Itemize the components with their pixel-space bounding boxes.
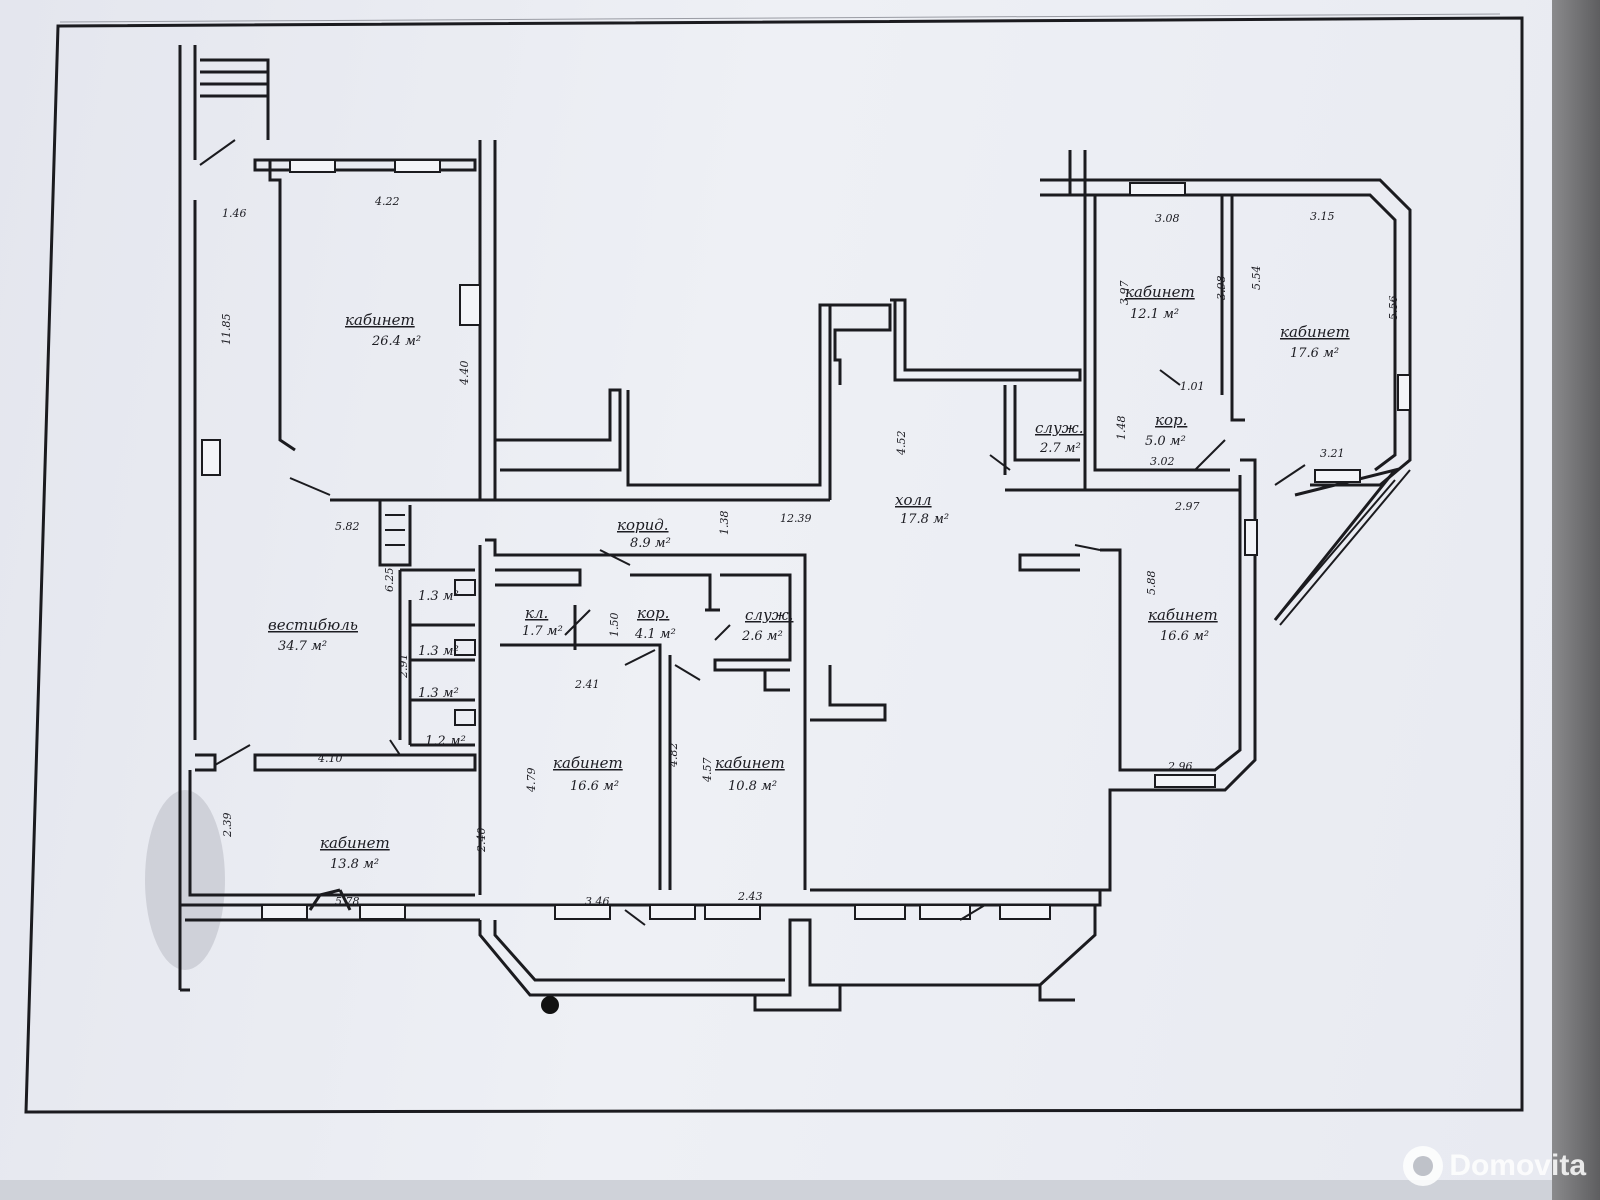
- room-name-office-center-2: кабинет: [715, 754, 785, 772]
- room-area-office-center-1: 16.6 м²: [570, 779, 619, 794]
- door-swings: [199, 139, 1306, 926]
- logo-mark-icon: [1403, 1146, 1444, 1186]
- room-labels: кабинет 26.4 м² кабинет 12.1 м² кабинет …: [268, 283, 1350, 872]
- dim-4-57: 4.57: [701, 758, 714, 784]
- windows: [201, 159, 1411, 920]
- dim-1-38: 1.38: [718, 511, 731, 536]
- dim-5-82: 5.82: [335, 520, 360, 533]
- dim-2-91: 2.91: [397, 654, 410, 680]
- room-area-service-upper: 2.7 м²: [1039, 441, 1081, 456]
- room-area-office-top-right-1: 12.1 м²: [1130, 307, 1179, 322]
- room-name-vestibule: вестибюль: [268, 616, 358, 634]
- dim-2-43: 2.43: [737, 890, 763, 903]
- room-name-office-bottom-left: кабинет: [320, 834, 390, 852]
- room-area-wc-1: 1.3 м²: [418, 589, 459, 604]
- room-name-hall: холл: [895, 491, 932, 509]
- dim-4-40: 4.40: [458, 361, 471, 387]
- room-area-office-top-left: 26.4 м²: [371, 334, 421, 349]
- room-name-corridor: корид.: [617, 516, 669, 534]
- dim-3-02: 3.02: [1150, 455, 1175, 468]
- room-name-storage: кл.: [525, 604, 548, 622]
- room-name-office-top-right-2: кабинет: [1280, 323, 1350, 341]
- dim-4-82: 4.82: [667, 743, 680, 769]
- room-area-corridor-small: 4.1 м²: [634, 627, 676, 642]
- dim-3-46: 3.46: [585, 895, 610, 908]
- dim-4-22: 4.22: [374, 195, 400, 208]
- room-area-storage: 1.7 м²: [522, 624, 563, 639]
- dim-2-96: 2.96: [1167, 760, 1193, 773]
- dim-3-21: 3.21: [1320, 447, 1345, 460]
- room-area-office-right: 16.6 м²: [1160, 629, 1209, 644]
- scanned-sheet: [0, 0, 1552, 1180]
- dim-2-39: 2.39: [221, 813, 234, 839]
- dim-3-15: 3.15: [1310, 210, 1335, 223]
- dimension-labels: 1.46 4.22 11.85 4.40 5.82 3.08 3.15 3.97…: [220, 195, 1400, 908]
- dim-2-41: 2.41: [574, 678, 600, 691]
- page-rule: [59, 13, 1501, 23]
- dim-5-78: 5.78: [335, 895, 360, 908]
- dim-2-97: 2.97: [1174, 500, 1200, 513]
- dim-12-39: 12.39: [780, 512, 812, 525]
- dim-1-46: 1.46: [222, 207, 247, 220]
- dim-5-54: 5.54: [1250, 266, 1263, 291]
- room-name-office-center-1: кабинет: [553, 754, 623, 772]
- dim-1-50: 1.50: [608, 613, 621, 638]
- dim-5-56: 5.56: [1387, 296, 1400, 321]
- room-area-office-center-2: 10.8 м²: [728, 779, 777, 794]
- room-area-vestibule: 34.7 м²: [278, 639, 327, 654]
- watermark-logo: Domovita: [1403, 1144, 1586, 1188]
- scan-smudge: [145, 790, 225, 970]
- dim-1-48: 1.48: [1115, 416, 1128, 441]
- dim-2-40: 2.40: [475, 828, 488, 854]
- room-name-office-top-left: кабинет: [345, 311, 415, 329]
- room-area-hall: 17.8 м²: [900, 512, 949, 527]
- room-name-corridor-right: кор.: [1155, 411, 1187, 429]
- plan-frame: [24, 16, 1524, 1114]
- dim-3-98: 3.98: [1215, 276, 1228, 301]
- room-area-wc-3: 1.3 м²: [418, 686, 459, 701]
- dim-4-10: 4.10: [317, 752, 343, 765]
- dim-1-01: 1.01: [1180, 380, 1205, 393]
- room-name-corridor-small: кор.: [637, 604, 669, 622]
- dim-11-85: 11.85: [220, 314, 233, 346]
- room-area-service-lower: 2.6 м²: [741, 629, 783, 644]
- room-name-service-upper: служ.: [1035, 419, 1083, 437]
- watermark-text: Domovita: [1449, 1149, 1586, 1182]
- table-edge: [1552, 0, 1600, 1200]
- room-area-wc-4: 1.2 м²: [425, 734, 466, 749]
- room-area-wc-2: 1.3 м²: [418, 644, 459, 659]
- room-name-service-lower: служ.: [745, 606, 793, 624]
- dim-3-08: 3.08: [1155, 212, 1180, 225]
- dim-6-25: 6.25: [383, 568, 396, 593]
- room-name-office-right: кабинет: [1148, 606, 1218, 624]
- room-area-corridor-right: 5.0 м²: [1145, 434, 1186, 449]
- dim-4-52: 4.52: [895, 431, 908, 457]
- dim-4-79: 4.79: [525, 768, 538, 794]
- dim-5-88: 5.88: [1145, 571, 1158, 596]
- room-name-office-top-right-1: кабинет: [1125, 283, 1195, 301]
- room-area-office-top-right-2: 17.6 м²: [1290, 346, 1339, 361]
- dim-3-97: 3.97: [1118, 281, 1131, 306]
- ink-mark: [541, 996, 559, 1014]
- room-area-office-bottom-left: 13.8 м²: [330, 857, 379, 872]
- room-area-corridor: 8.9 м²: [630, 536, 671, 551]
